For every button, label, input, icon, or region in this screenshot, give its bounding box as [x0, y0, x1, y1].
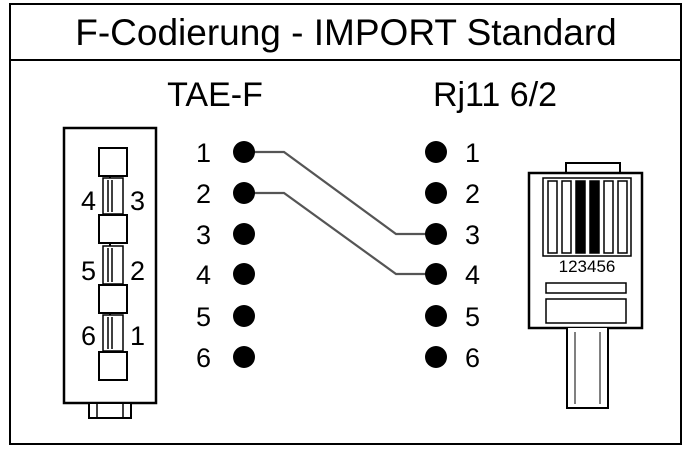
rj11-pin-number: 6 — [465, 343, 480, 373]
tae-pin-dot — [233, 305, 255, 327]
rj11-pin-dot — [425, 182, 447, 204]
tae-socket-label: 6 — [81, 321, 96, 351]
rj11-pin-number: 2 — [465, 179, 480, 209]
tae-f-label: TAE-F — [167, 76, 263, 114]
tae-f-socket: 4 5 6 3 2 1 — [62, 126, 158, 419]
rj11-contact — [561, 180, 572, 254]
rj11-pin-dot — [425, 141, 447, 163]
rj11-latch-window — [545, 298, 627, 324]
wire — [244, 191, 436, 276]
tae-socket-label: 1 — [130, 321, 145, 351]
tae-f-pins: 1 2 3 4 5 6 — [196, 138, 255, 373]
rj11-pin-dot — [425, 346, 447, 368]
tae-pin-number: 1 — [196, 138, 211, 168]
tae-pin-dot — [233, 263, 255, 285]
rj11-pin-dot — [425, 263, 447, 285]
tae-contact-pair — [102, 177, 124, 215]
tae-pin-number: 4 — [196, 260, 211, 290]
wires — [244, 150, 436, 276]
rj11-latch-slot — [545, 282, 627, 294]
rj11-contact — [589, 180, 600, 254]
diagram-title: F-Codierung - IMPORT Standard — [75, 12, 617, 53]
tae-socket-labels: 4 5 6 3 2 1 — [81, 186, 145, 351]
rj11-plug: 123456 — [527, 162, 644, 409]
tae-pin-number: 3 — [196, 220, 211, 250]
tae-slot — [98, 214, 128, 244]
rj11-contact — [547, 180, 558, 254]
tae-socket-foot — [88, 402, 132, 419]
rj11-pin-number: 3 — [465, 220, 480, 250]
rj11-cable — [566, 328, 609, 409]
wire — [244, 150, 436, 236]
tae-pin-number: 6 — [196, 343, 211, 373]
rj11-pin-number: 1 — [465, 138, 480, 168]
rj11-label: Rj11 6/2 — [433, 76, 557, 114]
rj11-contact — [575, 180, 586, 254]
tae-socket-label: 2 — [130, 256, 145, 286]
tae-socket-label: 4 — [81, 186, 96, 216]
tae-socket-label: 3 — [130, 186, 145, 216]
rj11-pin-numbers: 123456 — [559, 257, 616, 276]
tae-pin-number: 2 — [196, 179, 211, 209]
rj11-pin-dot — [425, 223, 447, 245]
tae-contact-pair — [102, 314, 124, 352]
tae-pin-dot — [233, 182, 255, 204]
tae-contact-pair — [102, 245, 124, 285]
tae-slot — [98, 147, 128, 177]
tae-slot — [98, 351, 128, 381]
tae-socket-foot-inner — [96, 402, 124, 419]
tae-pin-dot — [233, 141, 255, 163]
rj11-pin-number: 4 — [465, 260, 480, 290]
tae-socket-label: 5 — [81, 256, 96, 286]
tae-pin-dot — [233, 223, 255, 245]
tae-pin-number: 5 — [196, 302, 211, 332]
rj11-pin-number: 5 — [465, 302, 480, 332]
rj11-pin-dot — [425, 305, 447, 327]
rj11-contact — [603, 180, 614, 254]
rj11-pins: 1 2 3 4 5 6 — [425, 138, 480, 373]
rj11-contact — [617, 180, 628, 254]
tae-slot — [98, 284, 128, 314]
tae-pin-dot — [233, 346, 255, 368]
rj11-plug-contacts — [547, 180, 628, 254]
